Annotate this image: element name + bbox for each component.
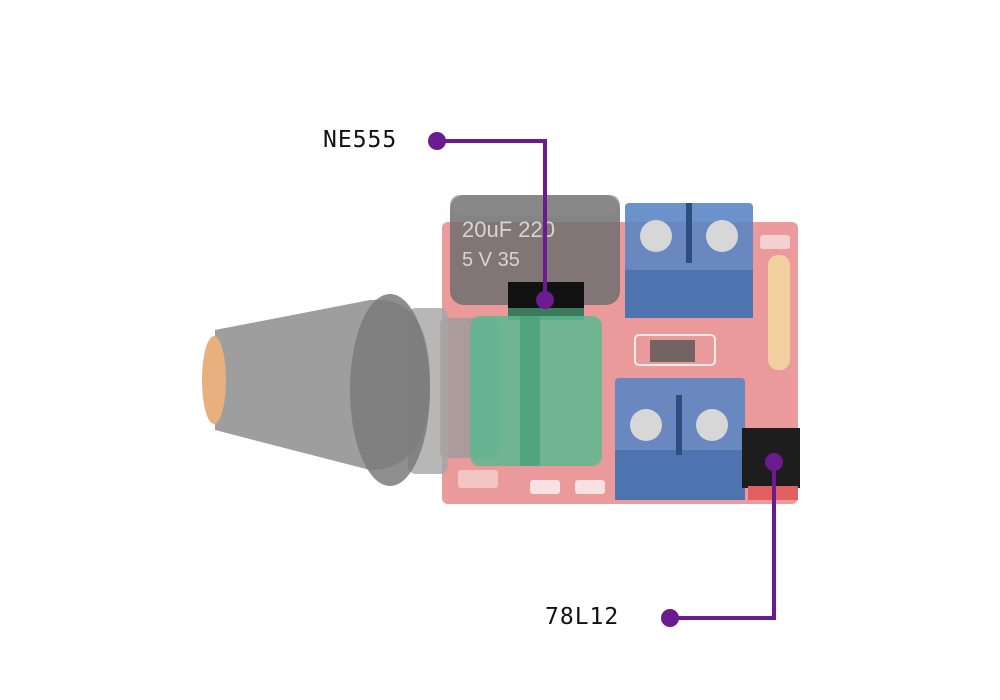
callout-dot-78l12-end	[765, 453, 783, 471]
callout-label-78l12: 78L12	[545, 604, 620, 630]
capacitor-marking-line1: 20uF 220	[462, 217, 555, 242]
capacitor-marking-line2: 5 V 35	[462, 249, 520, 271]
callout-line-ne555	[437, 139, 547, 300]
callout-78l12	[661, 453, 783, 627]
callout-label-ne555: NE555	[323, 127, 398, 153]
callout-dot-ne555-end	[536, 291, 554, 309]
electrolytic-capacitor: 20uF 220 5 V 35	[450, 195, 620, 305]
screw-terminal-top	[625, 203, 753, 318]
callout-line-78l12	[670, 462, 776, 620]
potentiometer	[440, 316, 602, 466]
callout-ne555	[428, 132, 554, 309]
callout-dot-ne555-start	[428, 132, 446, 150]
screw-terminal-bottom	[615, 378, 745, 500]
callout-dot-78l12-start	[661, 609, 679, 627]
control-knob	[202, 294, 448, 486]
